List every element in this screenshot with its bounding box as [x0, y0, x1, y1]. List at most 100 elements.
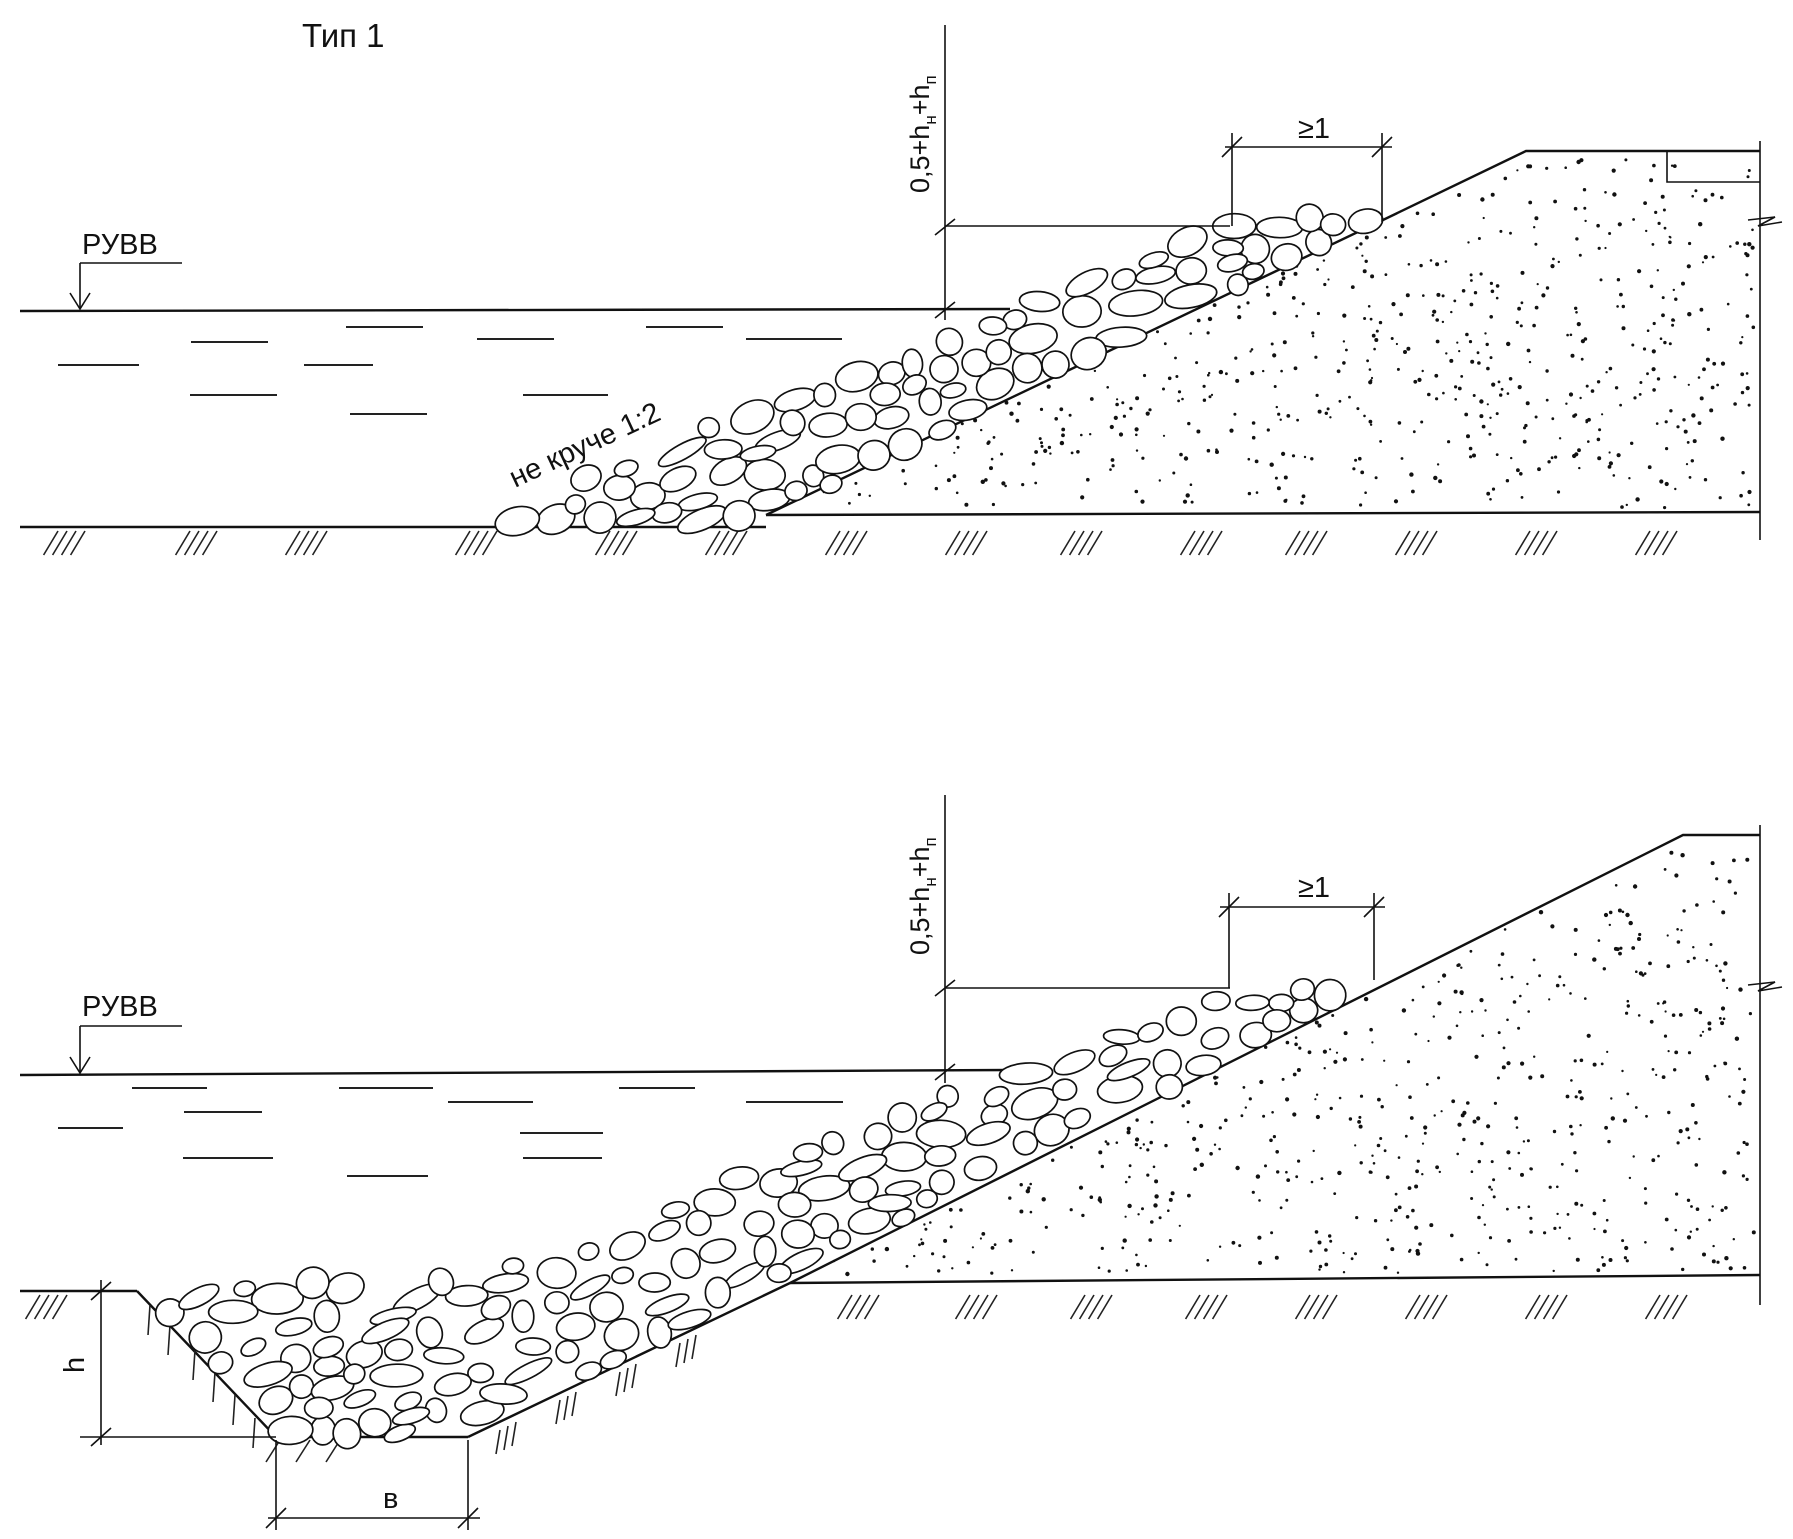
- soil-dot: [1196, 318, 1201, 323]
- riprap-stone: [243, 1360, 293, 1388]
- soil-dot: [1314, 1230, 1319, 1234]
- ground-hatch: [854, 1294, 871, 1320]
- riprap-stone: [704, 1276, 732, 1309]
- soil-dot: [1695, 903, 1699, 907]
- soil-dot: [1189, 332, 1192, 335]
- soil-dot: [1517, 1026, 1521, 1030]
- soil-dot: [1041, 1197, 1046, 1202]
- soil-dot: [1355, 246, 1359, 250]
- soil-dot: [1218, 1126, 1222, 1130]
- soil-dot: [1185, 493, 1190, 498]
- riprap-stone: [479, 1383, 528, 1405]
- soil-dot: [1437, 1076, 1441, 1080]
- soil-dot: [1488, 1236, 1493, 1240]
- riprap-stone: [766, 1263, 792, 1284]
- ground-hatch: [675, 1342, 681, 1368]
- soil-dot: [1676, 928, 1679, 931]
- soil-dot: [1280, 271, 1286, 276]
- water-ripple-dashes: [58, 326, 842, 415]
- soil-dot: [1586, 1033, 1591, 1038]
- soil-dot: [1019, 1209, 1024, 1214]
- soil-dot: [1495, 284, 1500, 288]
- riprap-stone: [743, 1210, 775, 1238]
- soil-dot: [1615, 947, 1620, 952]
- soil-dot: [979, 1237, 983, 1240]
- water-level-label-2: РУВВ: [82, 991, 158, 1023]
- soil-dot: [1638, 932, 1642, 937]
- soil-dot: [1477, 1159, 1482, 1164]
- soil-dot: [1491, 382, 1496, 387]
- soil-dot: [1749, 287, 1753, 291]
- riprap-stone: [1226, 273, 1250, 297]
- riprap-stone: [915, 1119, 967, 1149]
- soil-dot: [1573, 1151, 1577, 1155]
- soil-dot: [1454, 385, 1458, 389]
- soil-dot: [1745, 1142, 1749, 1146]
- soil-dot: [1698, 222, 1703, 227]
- soil-dot: [1379, 1137, 1383, 1140]
- soil-dot: [1663, 340, 1667, 345]
- ground-hatch: [1321, 1294, 1338, 1320]
- soil-dot: [1361, 254, 1364, 257]
- soil-dot: [1694, 189, 1698, 193]
- soil-dot: [1409, 1116, 1414, 1120]
- soil-dot: [1186, 1120, 1190, 1124]
- soil-dot: [1695, 1207, 1700, 1211]
- soil-dot: [1054, 417, 1058, 421]
- ground-hatch: [1542, 1294, 1559, 1320]
- soil-dot: [1449, 358, 1454, 363]
- riprap-stone: [459, 1399, 505, 1427]
- soil-dot: [1625, 503, 1629, 507]
- ground-hatch: [603, 530, 620, 556]
- riprap-stone: [240, 1337, 267, 1358]
- soil-dot: [1251, 421, 1256, 425]
- soil-dot: [1569, 1124, 1573, 1129]
- soil-dot: [1118, 432, 1124, 437]
- soil-dot: [1464, 412, 1469, 417]
- riprap-stone: [312, 1335, 345, 1359]
- ground-hatch: [863, 1294, 880, 1320]
- soil-dot: [1500, 387, 1504, 391]
- soil-dot: [1418, 1242, 1422, 1246]
- soil-dot: [1468, 340, 1473, 344]
- soil-dot: [1369, 423, 1373, 426]
- soil-dot: [1558, 437, 1562, 440]
- freeboard-tick-bottom: [934, 301, 956, 319]
- ground-hatch: [851, 530, 868, 556]
- soil-dot: [1488, 1185, 1492, 1189]
- soil-dot: [1751, 325, 1756, 330]
- riprap-stone: [1239, 1021, 1273, 1049]
- embankment-outline-2: [467, 833, 1760, 1439]
- soil-dot: [1212, 303, 1217, 307]
- ground-hatch: [42, 1294, 59, 1320]
- soil-dot: [1578, 1090, 1582, 1094]
- soil-dot: [1398, 234, 1402, 238]
- riprap-stone: [312, 1355, 346, 1378]
- soil-dot: [993, 1243, 997, 1246]
- riprap-stone: [1268, 993, 1295, 1013]
- soil-dot: [1391, 302, 1396, 307]
- riprap-stone: [887, 427, 923, 462]
- soil-dot: [1545, 166, 1549, 170]
- soil-dot: [1486, 491, 1491, 496]
- soil-dot: [964, 502, 969, 507]
- soil-dot: [1750, 245, 1755, 250]
- soil-dot: [1141, 1207, 1144, 1211]
- soil-dot: [1218, 369, 1224, 375]
- soil-dot: [1633, 396, 1637, 400]
- soil-dot: [1218, 1245, 1222, 1248]
- soil-dot: [1747, 489, 1752, 495]
- soil-dot: [1733, 402, 1737, 406]
- soil-dot: [1145, 411, 1150, 416]
- ground-hatch: [1303, 1294, 1320, 1320]
- riprap-stone: [779, 409, 806, 437]
- soil-dot: [1626, 1004, 1631, 1008]
- riprap-stone: [1012, 1130, 1039, 1156]
- soil-dot: [1743, 1078, 1747, 1081]
- soil-dot: [1425, 1083, 1429, 1086]
- soil-dot: [1009, 411, 1014, 416]
- toe-depth-tick-bottom: [90, 1427, 112, 1447]
- soil-dot: [1604, 191, 1607, 194]
- soil-dot: [1722, 1170, 1727, 1175]
- soil-dot: [1364, 491, 1367, 495]
